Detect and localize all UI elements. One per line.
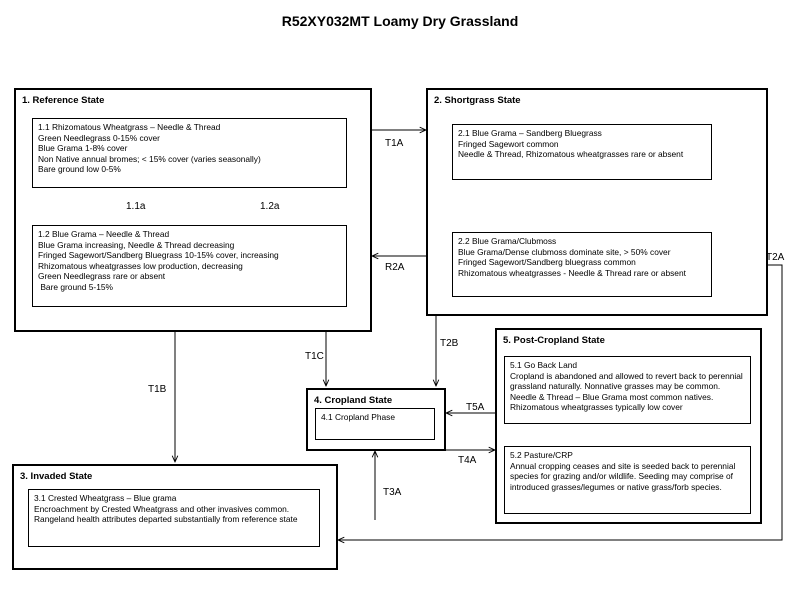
reference-state-title: 1. Reference State [22, 95, 105, 106]
label-t5a: T5A [466, 402, 485, 413]
phase-1-1-title: 1.1 Rhizomatous Wheatgrass – Needle & Th… [38, 122, 221, 132]
phase-2-1: 2.1 Blue Grama – Sandberg Bluegrass Frin… [452, 124, 712, 180]
shortgrass-state-title: 2. Shortgrass State [434, 95, 521, 106]
label-1-2a: 1.2a [260, 201, 280, 212]
label-t2b: T2B [440, 338, 459, 349]
arrow-t2a [338, 264, 783, 540]
phase-2-1-title: 2.1 Blue Grama – Sandberg Bluegrass [458, 128, 602, 138]
post-cropland-state-title: 5. Post-Cropland State [503, 335, 605, 346]
phase-4-1: 4.1 Cropland Phase [315, 408, 435, 440]
label-t4a: T4A [458, 455, 477, 466]
label-t1c: T1C [305, 351, 324, 362]
label-r2a: R2A [385, 262, 405, 273]
label-t3a: T3A [383, 487, 402, 498]
label-t1b: T1B [148, 384, 167, 395]
label-1-1a: 1.1a [126, 201, 146, 212]
cropland-state-title: 4. Cropland State [314, 395, 393, 406]
phase-1-2: 1.2 Blue Grama – Needle & Thread Blue Gr… [32, 225, 347, 307]
phase-4-1-title: 4.1 Cropland Phase [321, 412, 396, 422]
phase-3-1: 3.1 Crested Wheatgrass – Blue grama Encr… [28, 489, 320, 547]
phase-5-2: 5.2 Pasture/CRP Annual cropping ceases a… [504, 446, 751, 514]
invaded-state-title: 3. Invaded State [20, 471, 93, 482]
label-t1a: T1A [385, 138, 404, 149]
phase-1-1: 1.1 Rhizomatous Wheatgrass – Needle & Th… [32, 118, 347, 188]
phase-3-1-title: 3.1 Crested Wheatgrass – Blue grama [34, 493, 177, 503]
phase-1-2-title: 1.2 Blue Grama – Needle & Thread [38, 229, 170, 239]
phase-2-2: 2.2 Blue Grama/Clubmoss Blue Grama/Dense… [452, 232, 712, 297]
diagram-title: R52XY032MT Loamy Dry Grassland [281, 13, 519, 29]
label-t2a: T2A [766, 252, 785, 263]
phase-5-1: 5.1 Go Back Land Cropland is abandoned a… [504, 356, 751, 424]
phase-5-2-title: 5.2 Pasture/CRP [510, 450, 573, 460]
phase-2-2-title: 2.2 Blue Grama/Clubmoss [458, 236, 557, 246]
phase-5-1-title: 5.1 Go Back Land [510, 360, 578, 370]
